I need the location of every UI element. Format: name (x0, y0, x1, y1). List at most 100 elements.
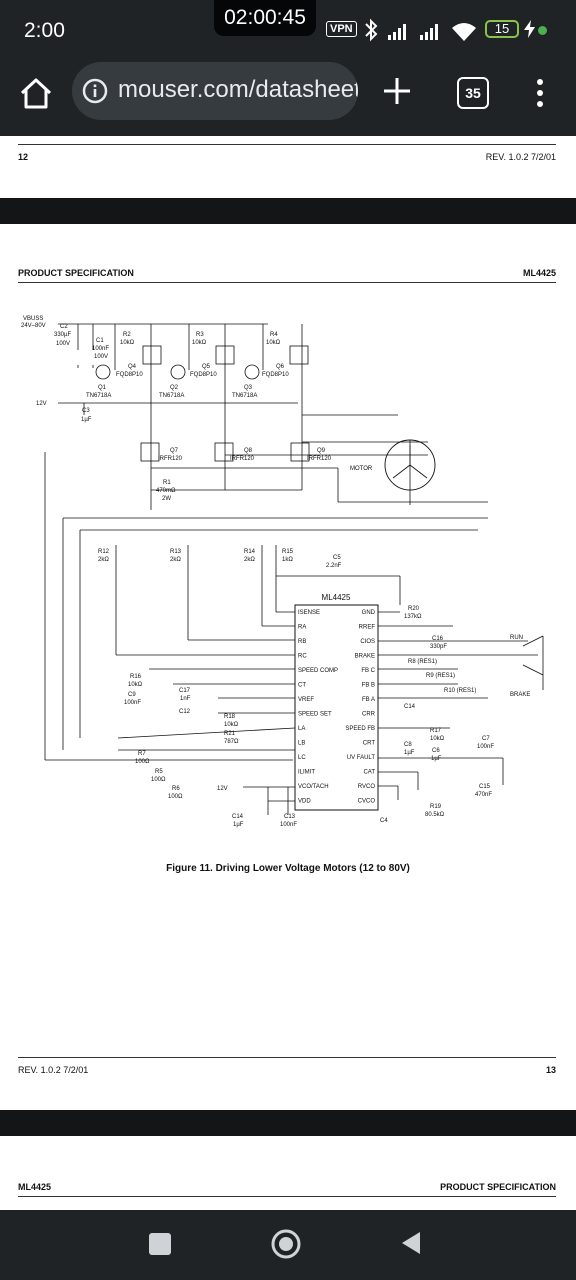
svg-text:10kΩ: 10kΩ (192, 340, 207, 346)
svg-text:R2: R2 (123, 332, 131, 338)
chip-pin-left: LC (298, 755, 306, 761)
svg-text:Q9: Q9 (317, 448, 326, 454)
svg-text:R15: R15 (282, 549, 294, 555)
page-number: 12 (18, 152, 29, 162)
svg-text:R4: R4 (270, 332, 278, 338)
svg-text:2.2nF: 2.2nF (326, 563, 342, 569)
vpn-badge: VPN (326, 21, 357, 37)
svg-text:Q6: Q6 (276, 364, 285, 370)
svg-text:FQD8P10: FQD8P10 (190, 372, 217, 378)
svg-text:IRFR120: IRFR120 (158, 456, 183, 462)
svg-text:C3: C3 (82, 408, 90, 414)
svg-text:R1: R1 (163, 480, 171, 486)
chip-pin-left: ILIMIT (298, 770, 315, 776)
notification-dot (538, 26, 547, 35)
chip-pin-right: CAT (363, 770, 375, 776)
header-rule (18, 282, 556, 283)
svg-text:TN6718A: TN6718A (86, 393, 111, 399)
chip-pin-right: SPEED FB (345, 726, 375, 732)
svg-text:R18: R18 (224, 714, 236, 720)
svg-text:10kΩ: 10kΩ (128, 682, 143, 688)
tab-switcher-button[interactable]: 35 (457, 77, 489, 109)
revision-text: REV. 1.0.2 7/2/01 (485, 152, 556, 162)
back-icon[interactable] (400, 1230, 422, 1256)
footer-revision: REV. 1.0.2 7/2/01 (18, 1065, 89, 1075)
svg-text:C13: C13 (284, 814, 296, 820)
svg-text:100Ω: 100Ω (168, 794, 183, 800)
svg-text:100Ω: 100Ω (151, 777, 166, 783)
recents-icon[interactable] (148, 1232, 172, 1256)
home-icon[interactable] (18, 76, 54, 112)
home-nav-icon[interactable] (270, 1228, 302, 1260)
svg-text:R14: R14 (244, 549, 256, 555)
svg-text:TN6718A: TN6718A (232, 393, 257, 399)
svg-text:FQD8P10: FQD8P10 (262, 372, 289, 378)
svg-text:1kΩ: 1kΩ (282, 557, 293, 563)
svg-text:470mΩ: 470mΩ (156, 488, 176, 494)
svg-text:470nF: 470nF (475, 792, 492, 798)
svg-text:R7: R7 (138, 751, 146, 757)
chip-pin-right: CIOS (360, 639, 375, 645)
svg-text:Q1: Q1 (98, 385, 107, 391)
header-left: PRODUCT SPECIFICATION (18, 268, 134, 278)
header-right: ML4425 (522, 268, 556, 278)
chip-name: ML4425 (322, 593, 351, 602)
schematic-wires (44, 323, 544, 815)
svg-text:R13: R13 (170, 549, 182, 555)
chip-pin-left: LB (298, 741, 305, 747)
svg-text:R19: R19 (430, 804, 442, 810)
svg-text:FQD8P10: FQD8P10 (116, 372, 143, 378)
svg-text:10kΩ: 10kΩ (430, 736, 445, 742)
browser-toolbar: mouser.com/datasheet 35 (0, 62, 576, 136)
motor-symbol (384, 439, 436, 491)
chip-pin-right: BRAKE (355, 654, 375, 660)
svg-text:C15: C15 (479, 784, 491, 790)
svg-text:C14: C14 (232, 814, 244, 820)
address-bar[interactable]: mouser.com/datasheet (72, 62, 358, 120)
chip-pin-right: CVCO (358, 799, 376, 805)
bluetooth-icon (365, 18, 378, 42)
svg-text:Q4: Q4 (128, 364, 137, 370)
svg-text:R10 (RES1): R10 (RES1) (444, 688, 476, 694)
svg-text:Q2: Q2 (170, 385, 179, 391)
chip-pin-left: VREF (298, 697, 314, 703)
svg-text:330pF: 330pF (430, 644, 447, 650)
svg-text:R3: R3 (196, 332, 204, 338)
status-icons (365, 18, 476, 42)
svg-text:R8 (RES1): R8 (RES1) (408, 659, 437, 665)
site-info-icon[interactable] (82, 78, 108, 104)
chip-pin-left: RC (298, 654, 307, 660)
svg-text:2kΩ: 2kΩ (170, 557, 181, 563)
overflow-menu-icon[interactable] (530, 76, 550, 110)
chip-pin-right: UV FAULT (347, 755, 376, 761)
page-rule (18, 144, 556, 145)
next-header-left: ML4425 (18, 1182, 52, 1192)
svg-text:137kΩ: 137kΩ (404, 614, 422, 620)
svg-text:R17: R17 (430, 728, 442, 734)
battery-indicator: 15 (485, 20, 519, 38)
svg-text:2W: 2W (162, 496, 171, 502)
status-bar: 2:00 02:00:45 VPN 15 (0, 0, 576, 62)
chip-pin-left: VCO/TACH (298, 784, 329, 790)
charging-icon (524, 20, 535, 38)
svg-text:1µF: 1µF (404, 750, 415, 756)
chip-pin-left: CT (298, 683, 306, 689)
chip-pin-left: RA (298, 625, 306, 631)
svg-text:C9: C9 (128, 692, 136, 698)
svg-text:100nF: 100nF (92, 346, 109, 352)
svg-text:C2: C2 (60, 324, 68, 330)
page-separator (0, 1110, 576, 1136)
svg-text:C6: C6 (432, 748, 440, 754)
svg-text:R5: R5 (155, 769, 163, 775)
svg-text:2kΩ: 2kΩ (244, 557, 255, 563)
svg-text:C1: C1 (96, 338, 104, 344)
screen-recording-timer: 02:00:45 (214, 0, 316, 36)
new-tab-icon[interactable] (380, 74, 414, 108)
svg-text:787Ω: 787Ω (224, 739, 239, 745)
svg-text:10kΩ: 10kΩ (266, 340, 281, 346)
ic-ml4425 (294, 604, 379, 811)
transistors (95, 345, 310, 462)
chip-pin-right: CRR (362, 712, 376, 718)
chip-pin-right: FB C (361, 668, 375, 674)
